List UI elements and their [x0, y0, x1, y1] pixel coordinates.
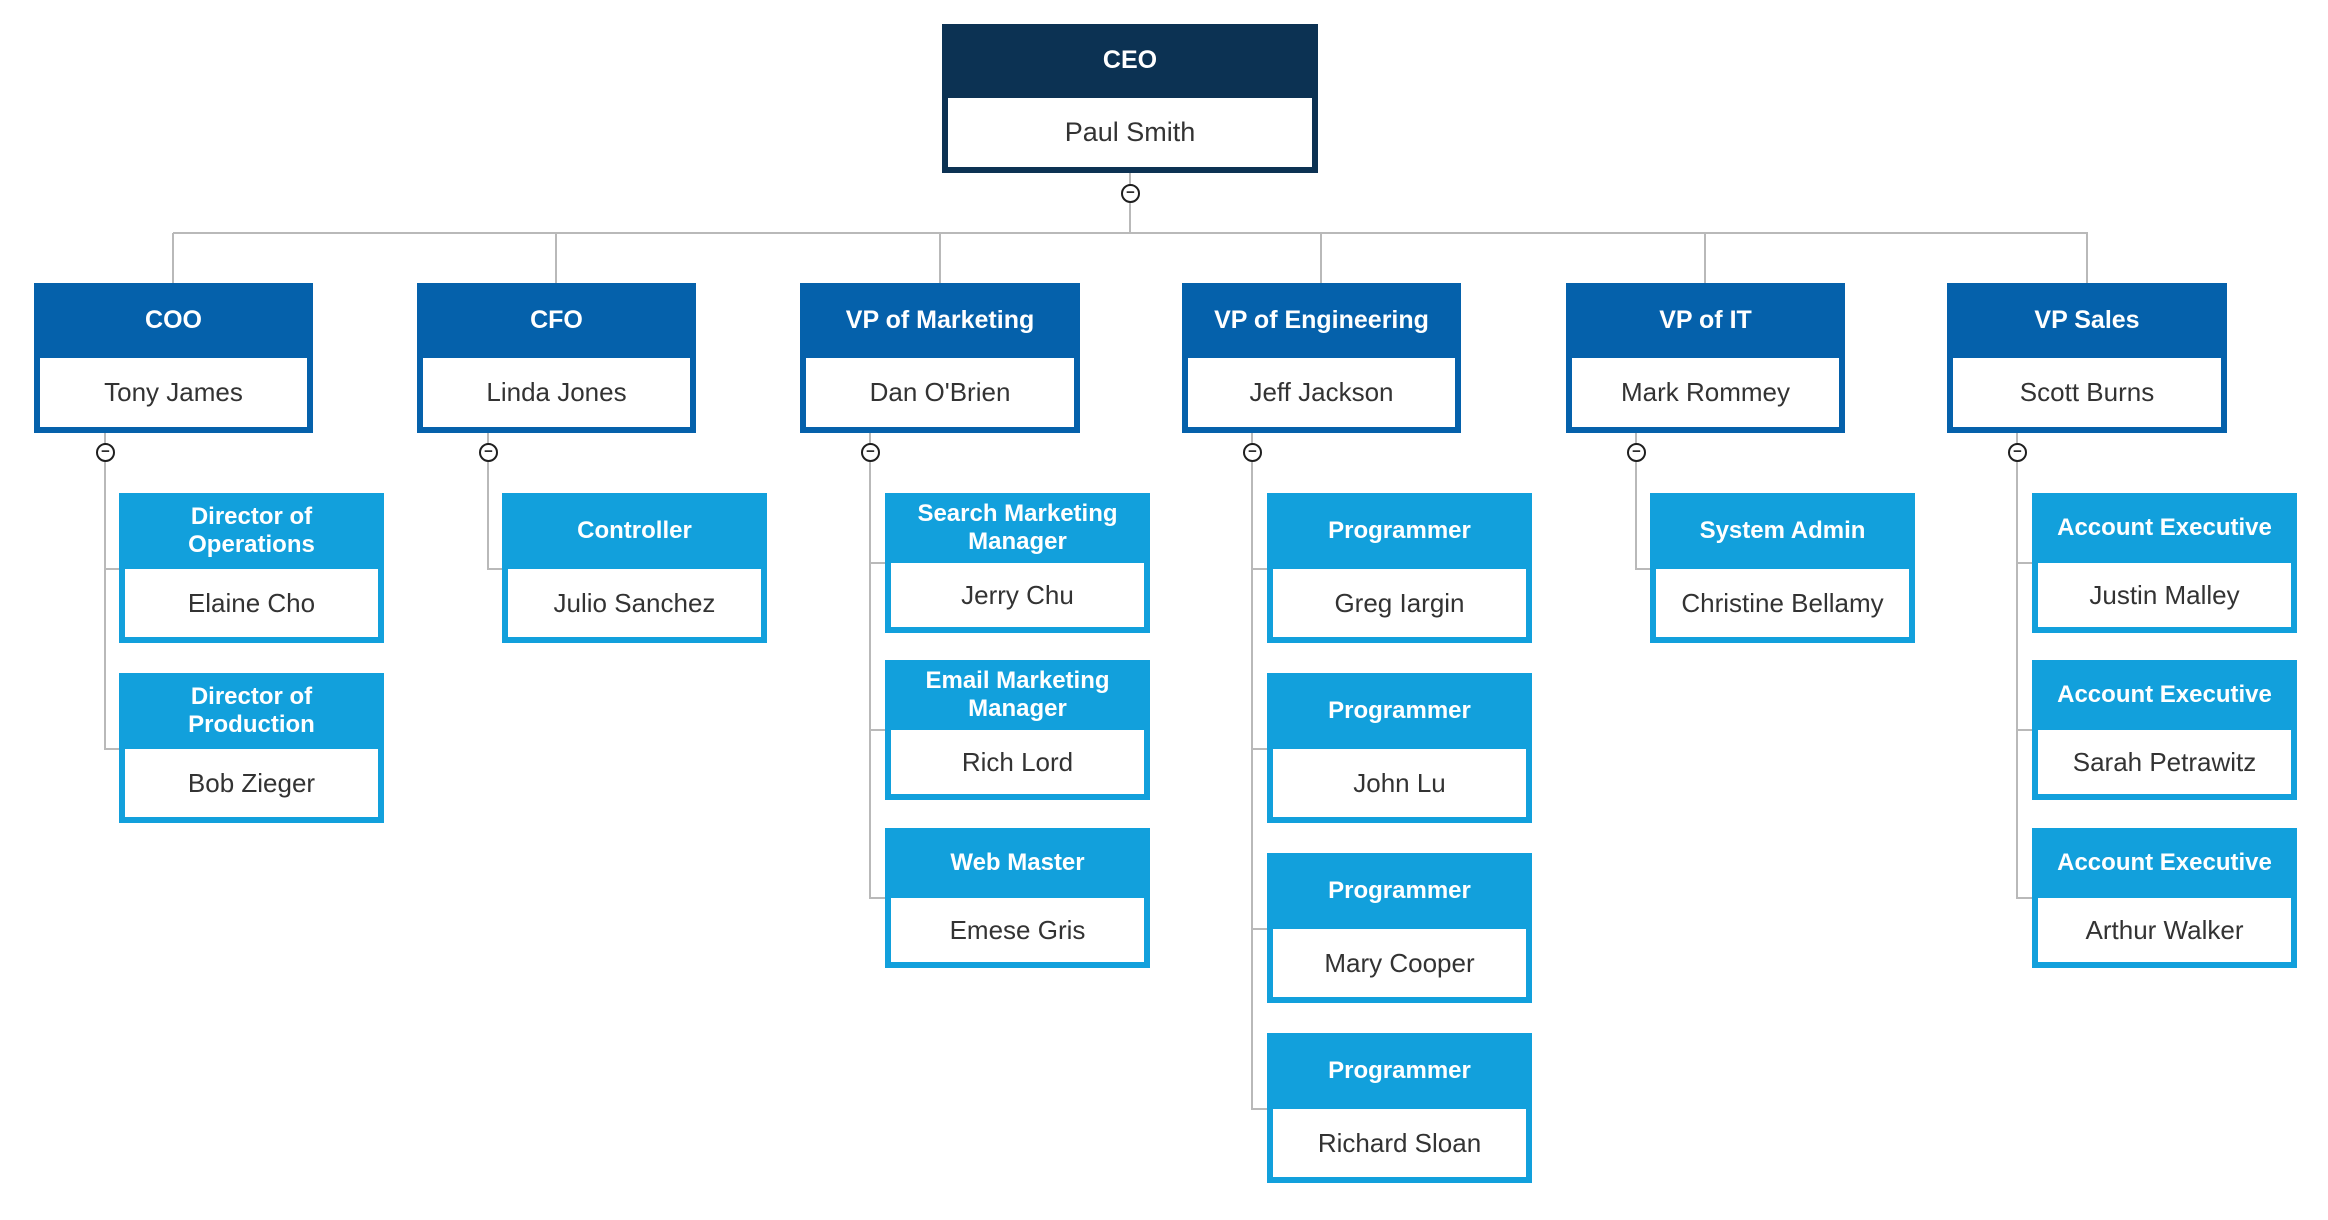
- node-person: Mary Cooper: [1273, 929, 1526, 997]
- node-title: VP of Engineering: [1214, 305, 1429, 334]
- node-title: Email Marketing Manager: [925, 666, 1110, 722]
- collapse-icon[interactable]: −: [1627, 443, 1646, 462]
- connector-line: [487, 433, 489, 570]
- connector-line: [173, 232, 2088, 234]
- node-person: Tony James: [40, 358, 307, 427]
- node-person: Scott Burns: [1953, 358, 2221, 427]
- node-title: Search Marketing Manager: [917, 499, 1118, 555]
- connector-line: [104, 748, 119, 750]
- org-node-account-executive-2[interactable]: Account Executive Sarah Petrawitz: [2032, 660, 2297, 800]
- connector-line: [1635, 568, 1650, 570]
- node-title: Programmer: [1328, 696, 1471, 724]
- org-node-vp-engineering[interactable]: VP of Engineering Jeff Jackson: [1182, 283, 1461, 433]
- connector-line: [2016, 729, 2032, 731]
- node-person: Rich Lord: [891, 730, 1144, 794]
- collapse-icon[interactable]: −: [479, 443, 498, 462]
- node-person: Jeff Jackson: [1188, 358, 1455, 427]
- connector-line: [869, 729, 885, 731]
- collapse-icon[interactable]: −: [1121, 184, 1140, 203]
- org-node-programmer-1[interactable]: Programmer Greg Iargin: [1267, 493, 1532, 643]
- org-node-vp-marketing[interactable]: VP of Marketing Dan O'Brien: [800, 283, 1080, 433]
- node-person: Paul Smith: [948, 98, 1312, 167]
- node-title: Programmer: [1328, 1056, 1471, 1084]
- org-node-programmer-2[interactable]: Programmer John Lu: [1267, 673, 1532, 823]
- org-node-programmer-3[interactable]: Programmer Mary Cooper: [1267, 853, 1532, 1003]
- connector-line: [104, 568, 119, 570]
- node-title: Director of Operations: [188, 502, 315, 558]
- org-node-web-master[interactable]: Web Master Emese Gris: [885, 828, 1150, 968]
- connector-line: [2016, 897, 2032, 899]
- org-node-ceo[interactable]: CEO Paul Smith: [942, 24, 1318, 173]
- node-title: CFO: [530, 305, 583, 334]
- connector-line: [1129, 173, 1131, 233]
- node-title: VP of Marketing: [845, 305, 1035, 334]
- collapse-icon[interactable]: −: [2008, 443, 2027, 462]
- connector-line: [1251, 1108, 1267, 1110]
- node-person: Emese Gris: [891, 898, 1144, 962]
- org-node-system-admin[interactable]: System Admin Christine Bellamy: [1650, 493, 1915, 643]
- connector-line: [1251, 928, 1267, 930]
- connector-line: [1704, 233, 1706, 283]
- node-person: Elaine Cho: [125, 569, 378, 637]
- node-person: Mark Rommey: [1572, 358, 1839, 427]
- org-node-director-production[interactable]: Director of Production Bob Zieger: [119, 673, 384, 823]
- connector-line: [1251, 568, 1267, 570]
- node-title: Programmer: [1328, 516, 1471, 544]
- node-title: Programmer: [1328, 876, 1471, 904]
- connector-line: [2016, 433, 2018, 899]
- org-node-account-executive-3[interactable]: Account Executive Arthur Walker: [2032, 828, 2297, 968]
- org-node-account-executive-1[interactable]: Account Executive Justin Malley: [2032, 493, 2297, 633]
- node-title: Account Executive: [2057, 680, 2272, 708]
- connector-line: [1635, 433, 1637, 570]
- node-title: Account Executive: [2057, 848, 2272, 876]
- node-person: Sarah Petrawitz: [2038, 730, 2291, 794]
- connector-line: [172, 233, 174, 283]
- node-person: John Lu: [1273, 749, 1526, 817]
- org-node-cfo[interactable]: CFO Linda Jones: [417, 283, 696, 433]
- connector-line: [869, 433, 871, 899]
- node-title: VP Sales: [2034, 305, 2140, 334]
- connector-line: [1320, 233, 1322, 283]
- node-person: Christine Bellamy: [1656, 569, 1909, 637]
- org-node-email-marketing-manager[interactable]: Email Marketing Manager Rich Lord: [885, 660, 1150, 800]
- node-title: System Admin: [1699, 516, 1866, 544]
- connector-line: [869, 897, 885, 899]
- node-title: CEO: [1102, 46, 1158, 75]
- node-title: Web Master: [950, 848, 1085, 876]
- node-person: Richard Sloan: [1273, 1109, 1526, 1177]
- collapse-icon[interactable]: −: [861, 443, 880, 462]
- connector-line: [1251, 433, 1253, 1110]
- node-title: Controller: [577, 516, 692, 544]
- node-title: Account Executive: [2057, 513, 2272, 541]
- connector-line: [1251, 748, 1267, 750]
- org-node-coo[interactable]: COO Tony James: [34, 283, 313, 433]
- node-person: Bob Zieger: [125, 749, 378, 817]
- node-title: COO: [145, 305, 202, 334]
- connector-line: [487, 568, 502, 570]
- org-node-controller[interactable]: Controller Julio Sanchez: [502, 493, 767, 643]
- connector-line: [939, 233, 941, 283]
- connector-line: [2016, 562, 2032, 564]
- connector-line: [104, 433, 106, 750]
- collapse-icon[interactable]: −: [1243, 443, 1262, 462]
- node-title: VP of IT: [1659, 305, 1752, 334]
- org-node-director-operations[interactable]: Director of Operations Elaine Cho: [119, 493, 384, 643]
- org-node-programmer-4[interactable]: Programmer Richard Sloan: [1267, 1033, 1532, 1183]
- org-node-search-marketing-manager[interactable]: Search Marketing Manager Jerry Chu: [885, 493, 1150, 633]
- node-title: Director of Production: [188, 682, 315, 738]
- node-person: Julio Sanchez: [508, 569, 761, 637]
- connector-line: [869, 562, 885, 564]
- node-person: Jerry Chu: [891, 563, 1144, 627]
- org-node-vp-sales[interactable]: VP Sales Scott Burns: [1947, 283, 2227, 433]
- org-node-vp-it[interactable]: VP of IT Mark Rommey: [1566, 283, 1845, 433]
- node-person: Greg Iargin: [1273, 569, 1526, 637]
- connector-line: [555, 233, 557, 283]
- node-person: Linda Jones: [423, 358, 690, 427]
- collapse-icon[interactable]: −: [96, 443, 115, 462]
- node-person: Dan O'Brien: [806, 358, 1074, 427]
- node-person: Justin Malley: [2038, 563, 2291, 627]
- node-person: Arthur Walker: [2038, 898, 2291, 962]
- connector-line: [2086, 233, 2088, 283]
